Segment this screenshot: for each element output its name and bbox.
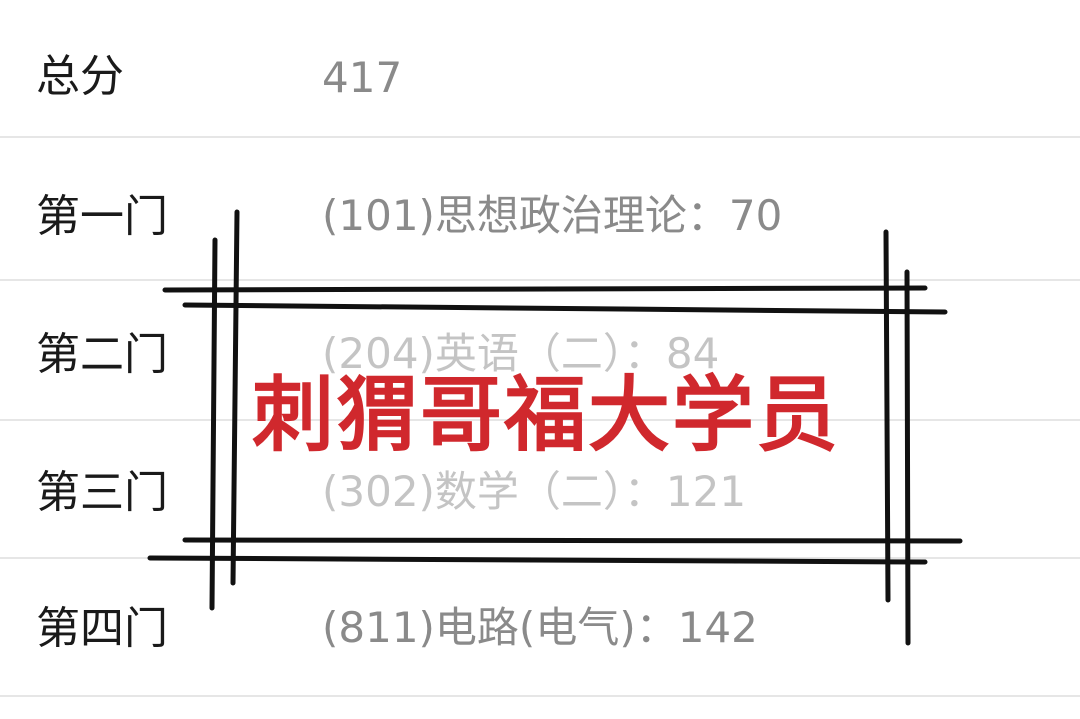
frame-line-right-2 xyxy=(904,269,911,646)
row-label: 第一门 xyxy=(36,191,168,242)
score-row-subject-1: 第一门 (101)思想政治理论：70 xyxy=(0,143,1080,281)
score-row-subject-4: 第四门 (811)电路(电气)：142 xyxy=(0,559,1080,697)
score-row-total: 总分 417 xyxy=(0,0,1080,138)
watermark-text: 刺猬哥福大学员 xyxy=(252,368,841,463)
frame-line-bottom-1 xyxy=(182,537,963,544)
frame-line-left-2 xyxy=(209,237,218,611)
frame-line-top-2 xyxy=(182,302,948,315)
row-label: 第四门 xyxy=(36,603,168,654)
row-label: 第二门 xyxy=(36,329,168,380)
frame-line-top-1 xyxy=(162,285,928,293)
score-row-subject-2: 第二门 (204)英语（二）：84 xyxy=(0,283,1080,421)
row-value: 417 xyxy=(322,53,403,102)
row-value: (204)英语（二）：84 xyxy=(322,329,720,378)
frame-line-bottom-2 xyxy=(147,555,928,565)
row-label: 第三门 xyxy=(36,467,168,518)
frame-line-left-1 xyxy=(230,209,240,586)
row-label: 总分 xyxy=(36,51,124,102)
row-value: (101)思想政治理论：70 xyxy=(322,191,783,240)
row-value: (811)电路(电气)：142 xyxy=(322,603,758,652)
frame-line-right-1 xyxy=(883,229,891,603)
score-row-subject-3: 第三门 (302)数学（二）：121 xyxy=(0,421,1080,559)
row-value: (302)数学（二）：121 xyxy=(322,467,747,516)
